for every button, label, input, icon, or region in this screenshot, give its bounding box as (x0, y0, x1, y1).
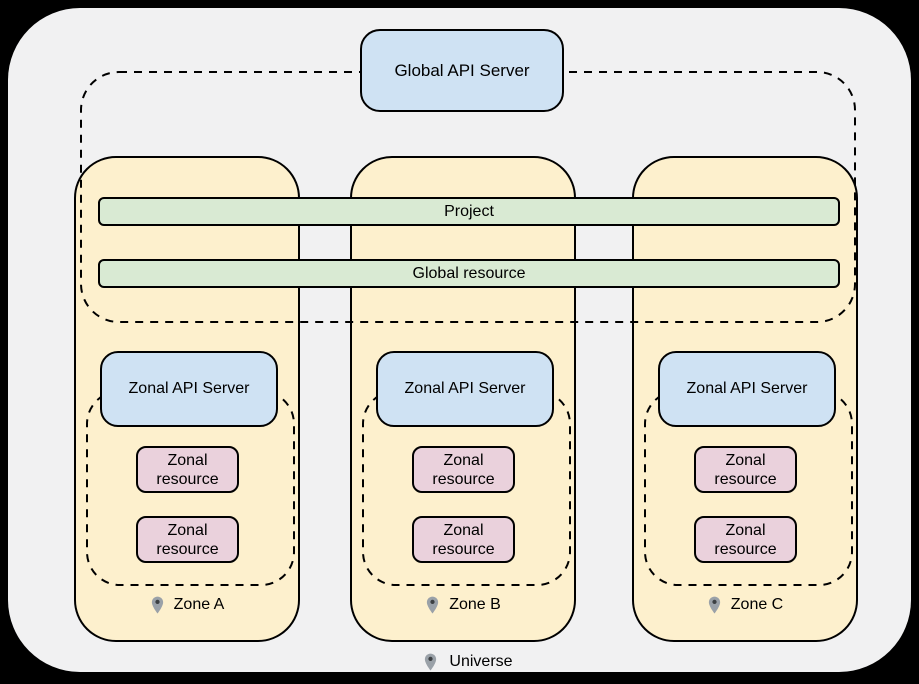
zone-a-zonal-resource-box: Zonal resource (136, 446, 239, 493)
global-api-server-box: Global API Server (360, 29, 564, 112)
zone-name: Zone A (173, 596, 225, 613)
universe-label: Universe (338, 652, 598, 672)
zonal-resource-label: Zonal resource (156, 521, 219, 558)
zone-a-zonal-resource-box: Zonal resource (136, 516, 239, 563)
zone-name: Zone B (449, 596, 501, 613)
zonal-resource-label: Zonal resource (432, 521, 495, 558)
zone-name: Zone C (730, 596, 784, 613)
zone-b-zonal-resource-box: Zonal resource (412, 446, 515, 493)
zonal-resource-label: Zonal resource (714, 451, 777, 488)
zone-c-dashed-boundary (644, 390, 853, 586)
zonal-api-server-label: Zonal API Server (128, 380, 250, 397)
zone-a-zonal-api-server-box: Zonal API Server (100, 351, 278, 427)
zone-b-container: Zonal API Server Zonal resource Zonal re… (350, 156, 576, 642)
zone-c-zonal-resource-box: Zonal resource (694, 446, 797, 493)
global-resource-bar: Global resource (98, 259, 840, 288)
global-resource-label: Global resource (412, 264, 526, 282)
location-pin-icon (151, 596, 163, 614)
zonal-resource-label: Zonal resource (156, 451, 219, 488)
zonal-resource-label: Zonal resource (432, 451, 495, 488)
zonal-resource-label: Zonal resource (714, 521, 777, 558)
zone-a-label: Zone A (76, 595, 298, 615)
global-api-server-label: Global API Server (394, 60, 530, 80)
zone-c-label: Zone C (634, 595, 856, 615)
location-pin-icon (708, 596, 720, 614)
location-pin-icon (425, 653, 437, 671)
zone-a-dashed-boundary (86, 390, 295, 586)
zone-b-dashed-boundary (362, 390, 571, 586)
zonal-api-server-label: Zonal API Server (686, 380, 808, 397)
universe-container: Zonal API Server Zonal resource Zonal re… (8, 8, 911, 672)
zone-c-zonal-resource-box: Zonal resource (694, 516, 797, 563)
zone-b-zonal-api-server-box: Zonal API Server (376, 351, 554, 427)
zone-c-container: Zonal API Server Zonal resource Zonal re… (632, 156, 858, 642)
zonal-api-server-label: Zonal API Server (404, 380, 526, 397)
location-pin-icon (427, 596, 439, 614)
project-label: Project (444, 202, 494, 220)
zone-b-zonal-resource-box: Zonal resource (412, 516, 515, 563)
zone-a-container: Zonal API Server Zonal resource Zonal re… (74, 156, 300, 642)
zone-c-zonal-api-server-box: Zonal API Server (658, 351, 836, 427)
project-bar: Project (98, 197, 840, 226)
universe-name: Universe (449, 653, 513, 670)
zone-b-label: Zone B (352, 595, 574, 615)
